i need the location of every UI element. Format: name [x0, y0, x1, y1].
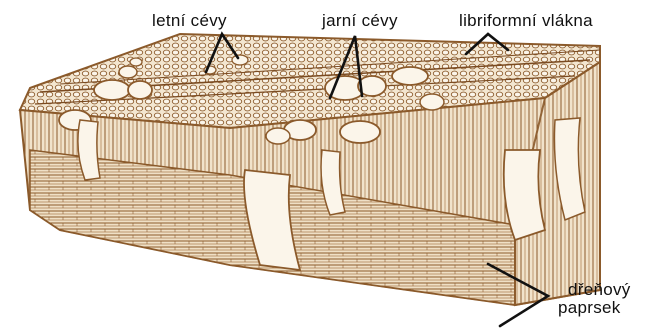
spring-vessel [119, 66, 137, 78]
spring-vessel [420, 94, 444, 110]
label-spring-vessels: jarní cévy [322, 12, 398, 29]
spring-vessel [392, 67, 428, 85]
vessel-tube [504, 150, 545, 240]
spring-vessel [340, 121, 380, 143]
label-medullary-ray-line1: dřeňový [568, 281, 631, 298]
label-libriform-fibers: libriformní vlákna [459, 12, 593, 29]
summer-vessel [130, 58, 142, 66]
spring-vessel [266, 128, 290, 144]
spring-vessel [94, 80, 130, 100]
label-summer-vessels: letní cévy [152, 12, 227, 29]
label-medullary-ray-line2: paprsek [558, 299, 621, 316]
spring-vessel [128, 81, 152, 99]
summer-vessel [232, 55, 248, 65]
